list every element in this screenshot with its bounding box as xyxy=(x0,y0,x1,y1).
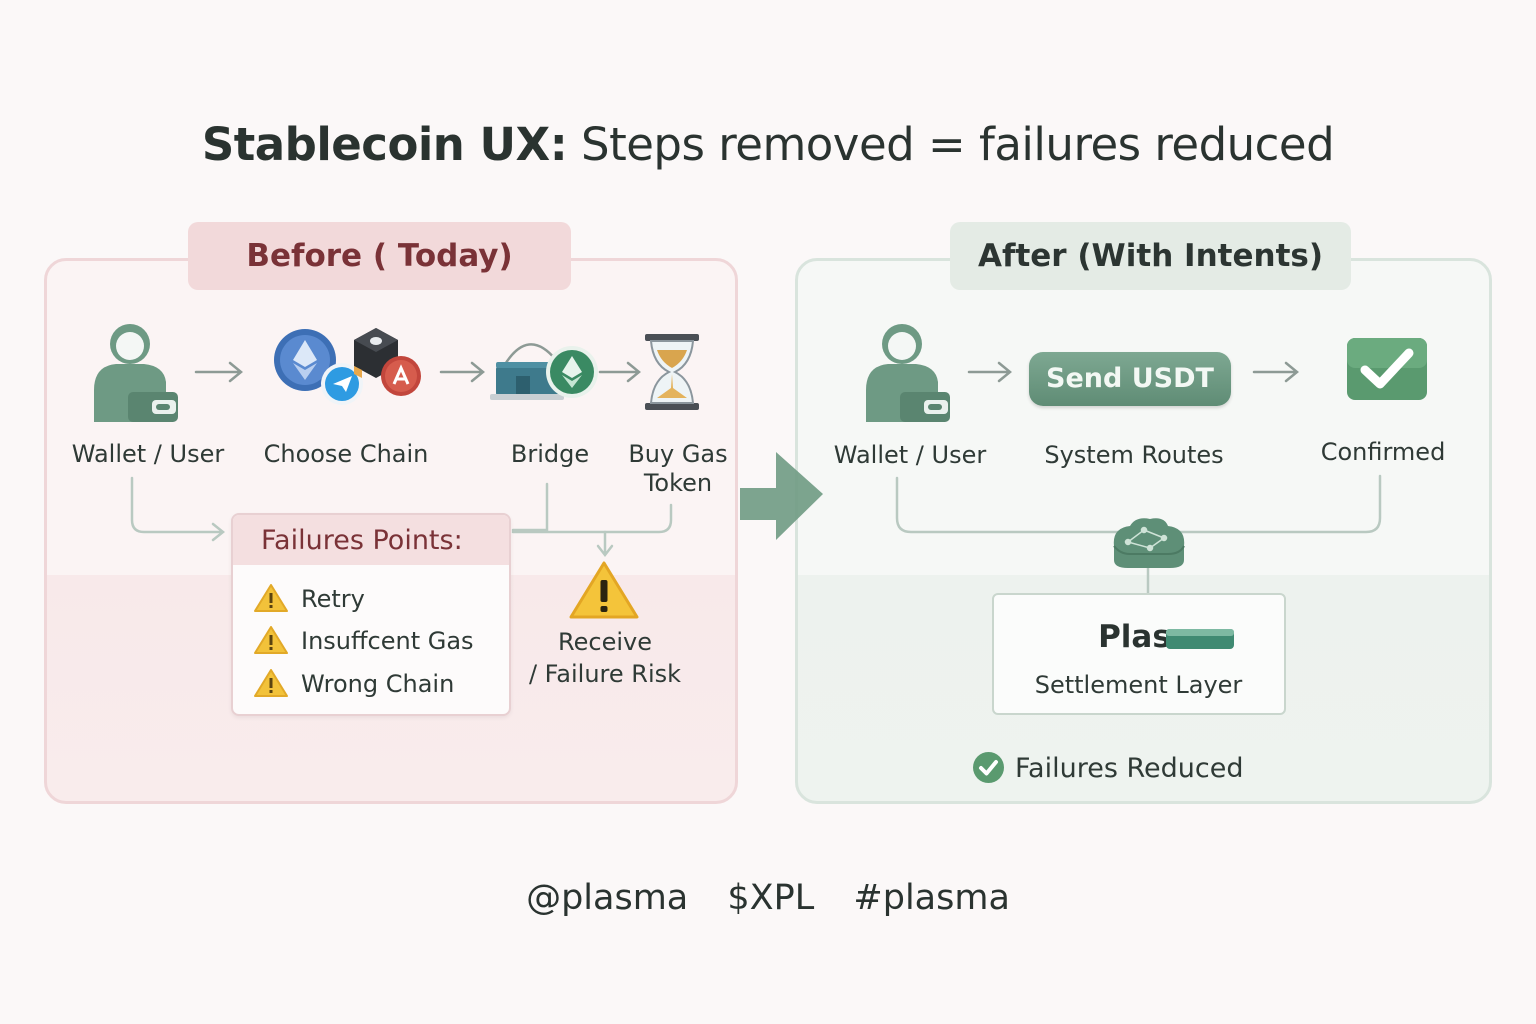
before-step-wallet-label: Wallet / User xyxy=(71,440,225,468)
hourglass-icon xyxy=(645,334,699,410)
plasma-subtitle: Settlement Layer xyxy=(1034,671,1243,699)
before-step-gas-label: Buy Gas Token xyxy=(628,440,728,497)
page-title: Stablecoin UX: Steps removed = failures … xyxy=(201,118,1335,171)
ethereum-icon xyxy=(274,328,421,405)
user-wallet-icon xyxy=(94,324,178,422)
bridge-icon xyxy=(490,343,598,400)
failures-reduced-status: Failures Reduced xyxy=(972,751,1244,785)
chain-cube-icon xyxy=(354,328,398,378)
warning-icon xyxy=(254,669,288,697)
footer-tags: @plasma $XPL #plasma xyxy=(0,878,1536,918)
warning-icon xyxy=(254,626,288,654)
network-node-icon xyxy=(1113,518,1185,568)
warning-icon xyxy=(569,561,639,619)
before-tab: Before ( Today) xyxy=(188,222,571,290)
failure-item: Retry xyxy=(253,583,365,613)
send-usdt-button[interactable]: Send USDT xyxy=(1029,352,1231,406)
footer-ticker[interactable]: $XPL xyxy=(727,878,815,918)
check-circle-icon xyxy=(973,752,1004,783)
receive-failure-risk-label: Receive / Failure Risk xyxy=(528,628,682,688)
footer-hashtag[interactable]: #plasma xyxy=(853,878,1010,918)
before-step-chain-label: Choose Chain xyxy=(263,440,429,468)
plasma-logo-icon xyxy=(1166,629,1234,649)
confirmed-label: Confirmed xyxy=(1320,438,1446,466)
failure-points-heading: Failures Points: xyxy=(233,515,509,565)
check-badge-icon xyxy=(1347,338,1427,400)
failure-item: Wrong Chain xyxy=(253,668,454,698)
system-routes-label: System Routes xyxy=(1044,441,1224,469)
warning-icon xyxy=(254,584,288,612)
plasma-settlement-box: Plasma Settlement Layer xyxy=(992,593,1286,715)
failure-points-box: Failures Points: Retry Insuffcent Gas Wr… xyxy=(231,513,511,716)
after-tab: After (With Intents) xyxy=(950,222,1351,290)
before-step-bridge-label: Bridge xyxy=(510,440,590,468)
user-wallet-icon xyxy=(866,324,950,422)
after-step-wallet-label: Wallet / User xyxy=(833,441,987,469)
failure-item: Insuffcent Gas xyxy=(253,625,474,655)
footer-handle[interactable]: @plasma xyxy=(526,878,689,918)
